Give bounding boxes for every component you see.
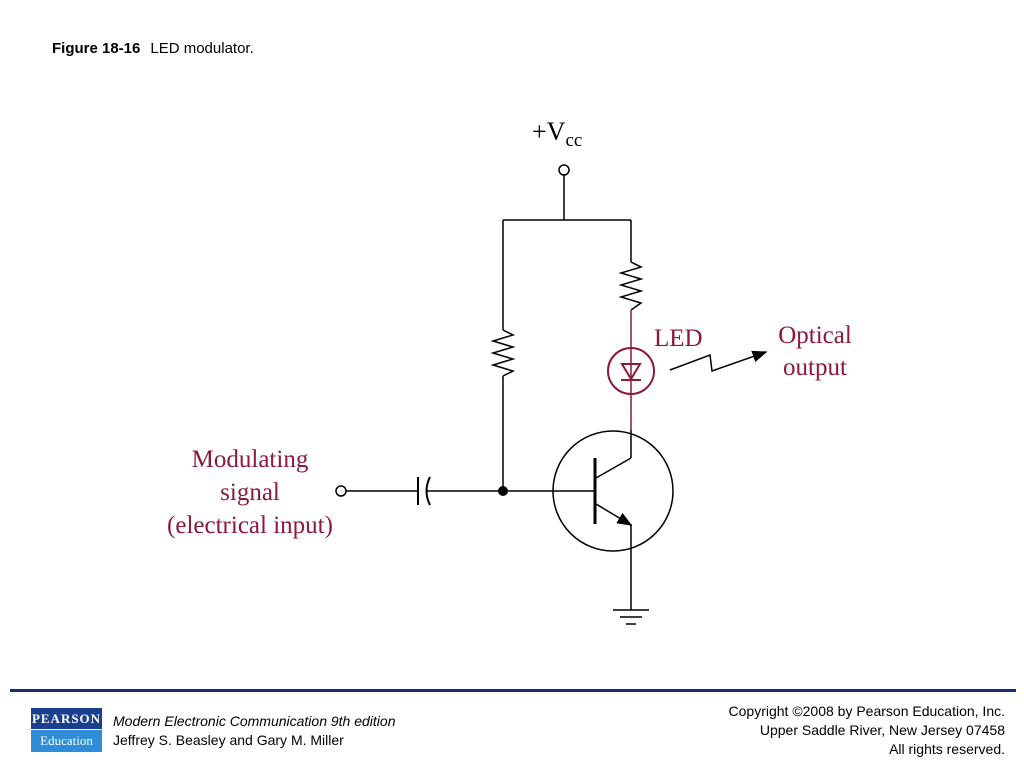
copyright-line-1: Copyright ©2008 by Pearson Education, In… <box>728 703 1005 719</box>
book-title: Modern Electronic Communication 9th edit… <box>113 713 396 729</box>
input-label-line3: (electrical input) <box>167 512 333 539</box>
input-terminal <box>335 485 347 497</box>
pearson-logo: PEARSON Education <box>31 708 102 752</box>
led-label: LED <box>654 325 703 352</box>
led-diode-icon <box>620 363 642 381</box>
copyright-line-2: Upper Saddle River, New Jersey 07458 <box>759 722 1005 738</box>
input-label-line1: Modulating <box>192 446 309 473</box>
vcc-label: +Vcc <box>532 117 582 151</box>
copyright-block: Copyright ©2008 by Pearson Education, In… <box>729 702 1005 759</box>
book-authors: Jeffrey S. Beasley and Gary M. Miller <box>113 732 344 748</box>
junction-dot <box>498 486 508 496</box>
copyright-line-3: All rights reserved. <box>889 741 1005 757</box>
light-arrow-icon <box>669 350 768 373</box>
transistor-emitter-arrow-icon <box>595 503 633 526</box>
logo-top: PEARSON <box>31 708 102 729</box>
footer-divider <box>10 689 1016 692</box>
figure-title: Figure 18-16 LED modulator. <box>52 40 254 57</box>
bias-resistor <box>490 329 516 377</box>
vcc-terminal <box>558 164 570 176</box>
led-modulator-schematic: +Vcc LED Optical output Modulating signa… <box>167 117 852 625</box>
transistor-collector <box>595 457 632 479</box>
book-info: Modern Electronic Communication 9th edit… <box>113 712 395 750</box>
input-label-line2: signal <box>220 479 280 506</box>
optical-output-line1: Optical <box>778 322 852 349</box>
logo-bottom: Education <box>31 730 102 752</box>
collector-resistor <box>618 261 644 311</box>
figure-caption: LED modulator. <box>150 40 254 57</box>
figure-number: Figure 18-16 <box>52 40 141 57</box>
optical-output-line2: output <box>783 354 847 381</box>
